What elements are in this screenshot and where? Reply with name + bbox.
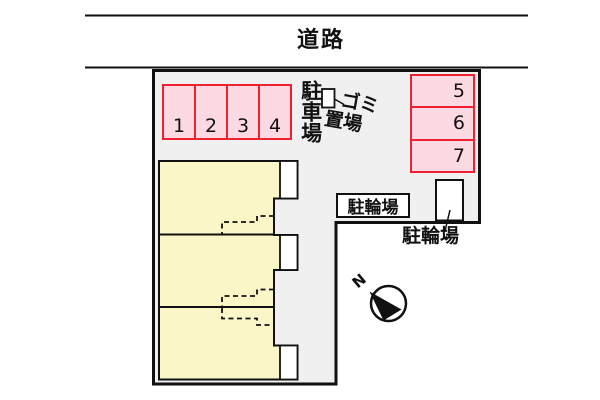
parking-stalls-right: 5 6 7 (410, 74, 475, 173)
garbage-leader-line (334, 98, 345, 106)
stall-number: 1 (172, 115, 186, 137)
building-notch-3 (279, 344, 299, 381)
stall-number: 2 (204, 115, 218, 137)
stall-number: 4 (268, 115, 282, 137)
stall-number: 5 (452, 80, 465, 103)
stall-number: 3 (236, 115, 250, 137)
parking-stall-6: 6 (412, 106, 473, 138)
parking-stall-7: 7 (412, 138, 473, 171)
stall-number: 6 (452, 112, 465, 135)
bicycle-parking-sign: 駐輪場 (336, 193, 410, 218)
building-notch-2 (279, 234, 299, 271)
compass-needle-icon (369, 291, 402, 321)
bicycle-leader-line (444, 209, 451, 232)
garbage-box-icon (321, 88, 336, 109)
building-dashed-outline-3 (221, 308, 274, 326)
bicycle-parking-label: 駐輪場 (402, 225, 460, 247)
bicycle-sign-label: 駐輪場 (347, 198, 399, 218)
parking-lot-label: 駐車場 (298, 80, 323, 143)
parking-stall-4: 4 (258, 86, 290, 138)
parking-stall-5: 5 (412, 76, 473, 106)
road-label: 道路 (297, 28, 346, 53)
building-dashed-outline-2 (221, 288, 274, 306)
compass (369, 284, 408, 323)
parking-stall-1: 1 (164, 86, 194, 138)
stall-number: 7 (452, 144, 465, 167)
building-notch-1 (279, 160, 299, 200)
building-footprint (158, 160, 299, 381)
building-dashed-outline-1 (221, 215, 274, 234)
garbage-area-label: ゴミ 置場 (323, 88, 381, 137)
parking-stall-3: 3 (226, 86, 258, 138)
parking-stall-2: 2 (194, 86, 226, 138)
parking-stalls-top: 1 2 3 4 (162, 84, 292, 140)
